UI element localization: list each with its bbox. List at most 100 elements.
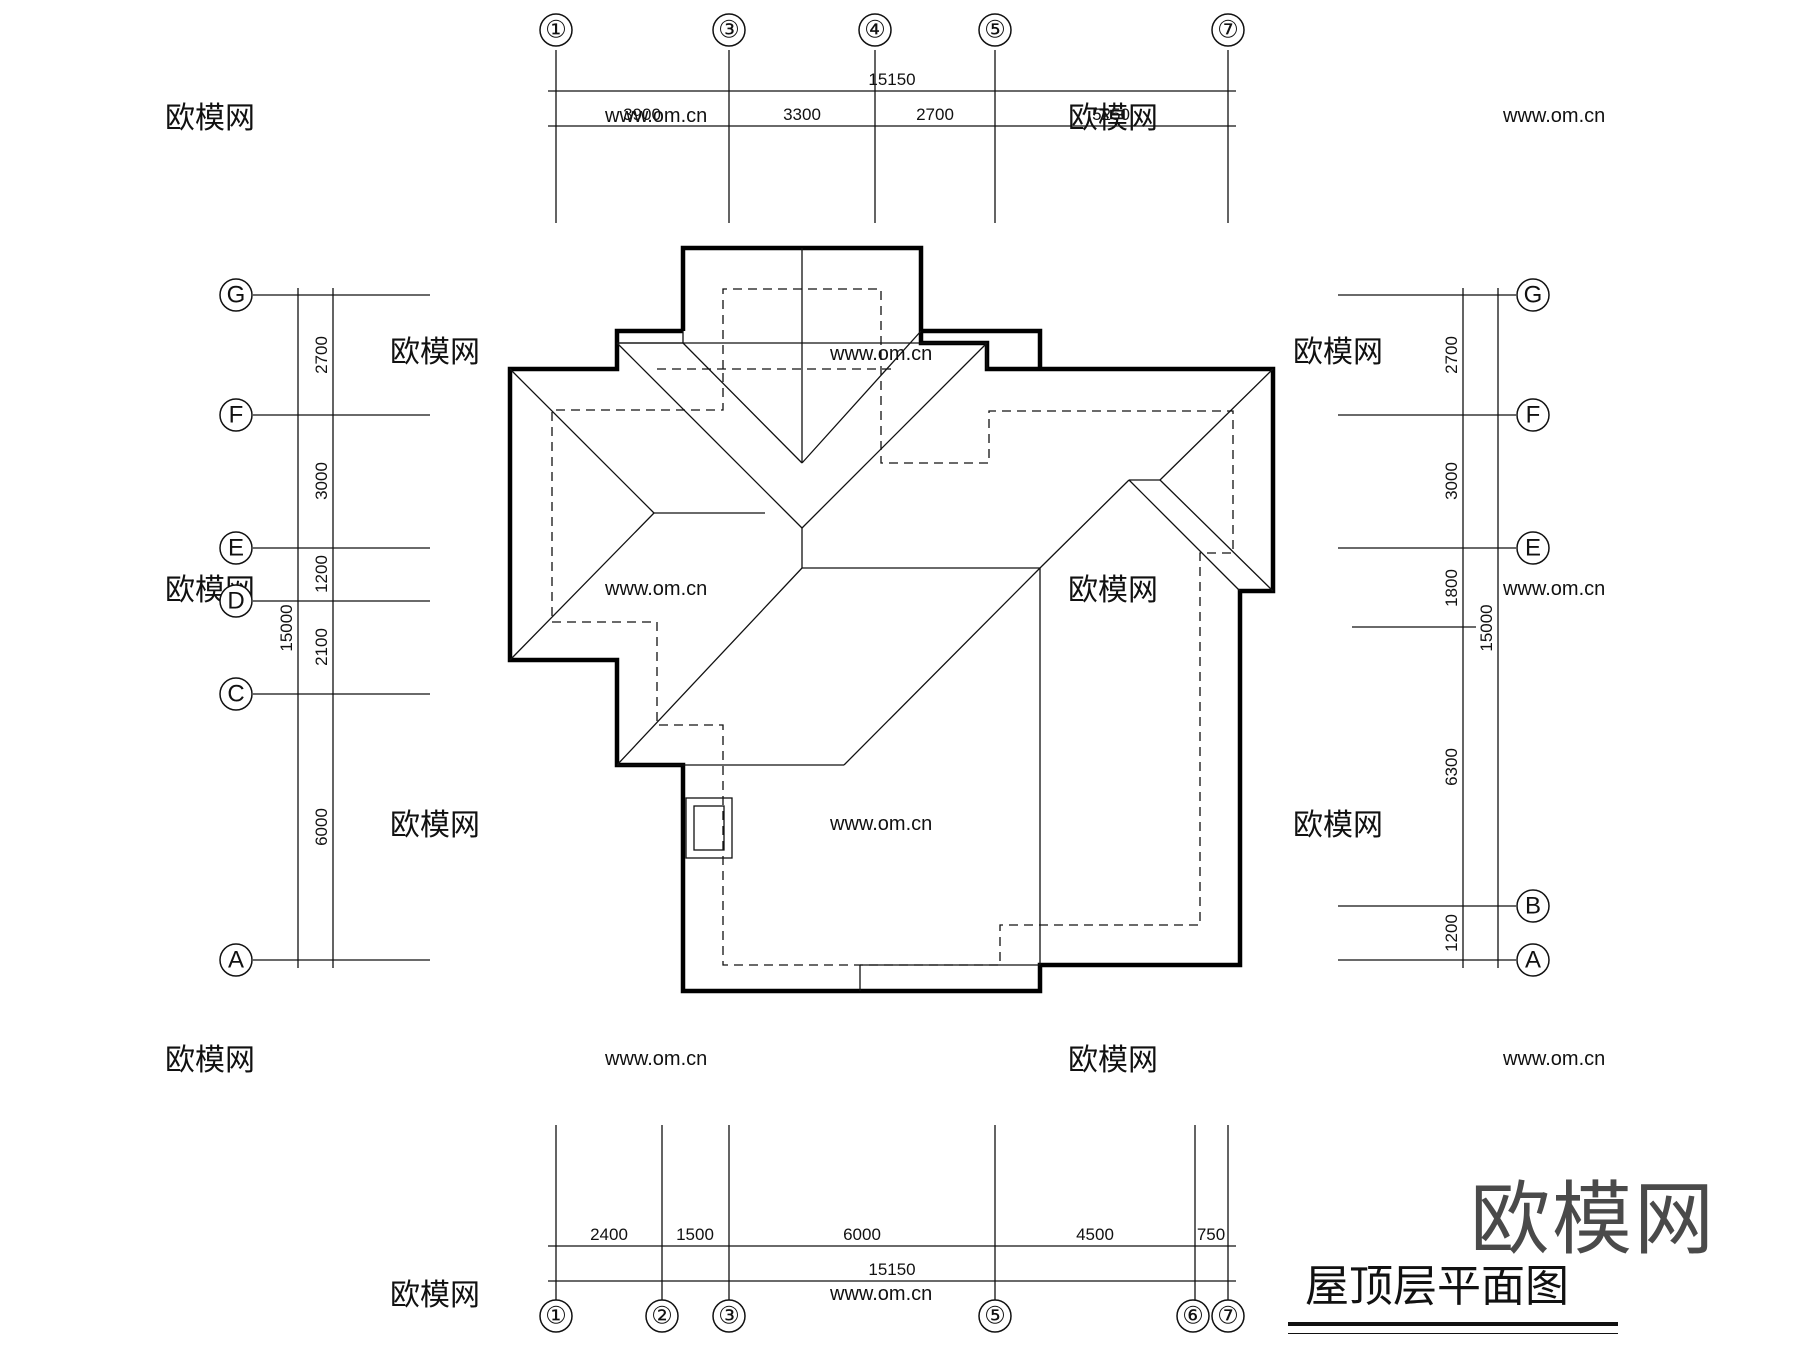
- wall-line-dashed: [551, 288, 1234, 966]
- watermark: 欧模网: [390, 809, 480, 842]
- grid-bubble: [219, 278, 253, 312]
- grid-label: ⑤: [984, 17, 1006, 44]
- grid-bubble: [1516, 278, 1550, 312]
- grid-label: ⑦: [1217, 1303, 1239, 1330]
- top-dimension-segment: 5250: [1092, 105, 1130, 124]
- hip-line: [509, 368, 655, 514]
- grid-label: ③: [718, 1303, 740, 1330]
- watermark: 欧模网: [1293, 336, 1383, 369]
- left-dimension-segment: 2100: [312, 628, 331, 666]
- watermark-url: www.om.cn: [1502, 578, 1605, 600]
- chimney-flue: [693, 805, 725, 851]
- bottom-dimension-segment: 4500: [1076, 1225, 1114, 1244]
- chimney: [685, 797, 733, 859]
- bottom-dimension-segment: 2400: [590, 1225, 628, 1244]
- bottom-dimension-group: 2400 1500 6000 4500 750 15150 ① ② ③ ⑤ ⑥ …: [539, 1125, 1245, 1333]
- watermark-url: www.om.cn: [829, 813, 932, 835]
- title-underline-thin: [1288, 1333, 1618, 1334]
- grid-bubble: [219, 677, 253, 711]
- grid-label: ①: [545, 17, 567, 44]
- right-total-dimension: 15000: [1477, 604, 1496, 651]
- grid-label: D: [227, 588, 244, 615]
- watermark: 欧模网: [165, 1044, 255, 1077]
- bottom-dimension-segment: 750: [1197, 1225, 1225, 1244]
- grid-bubble: [712, 1299, 746, 1333]
- grid-bubble: [219, 943, 253, 977]
- bottom-dimension-segment: 6000: [843, 1225, 881, 1244]
- hip-line: [1128, 479, 1241, 592]
- hip-line: [843, 567, 1041, 766]
- watermark-layer: 欧模网 欧模网 欧模网 欧模网 欧模网 欧模网 欧模网 欧模网 欧模网 欧模网 …: [165, 102, 1605, 1312]
- grid-label: F: [229, 402, 244, 429]
- brand-logo: 欧模网: [1470, 1173, 1716, 1266]
- grid-label: E: [228, 535, 244, 562]
- watermark: 欧模网: [165, 102, 255, 135]
- hip-line: [616, 567, 803, 766]
- grid-label: ⑦: [1217, 17, 1239, 44]
- watermark: 欧模网: [1068, 102, 1158, 135]
- grid-bubble: [219, 398, 253, 432]
- grid-label: ③: [718, 17, 740, 44]
- watermark: 欧模网: [390, 1279, 480, 1312]
- grid-bubble: [1516, 398, 1550, 432]
- grid-label: G: [1524, 282, 1543, 309]
- top-dimension-segment: 2700: [916, 105, 954, 124]
- roof-outline: [507, 328, 1276, 994]
- grid-label: G: [227, 282, 246, 309]
- watermark-url: www.om.cn: [604, 1048, 707, 1070]
- grid-bubble: [858, 13, 892, 47]
- grid-label: ⑤: [984, 1303, 1006, 1330]
- watermark: 欧模网: [1068, 574, 1158, 607]
- right-dimension-segment: 1200: [1442, 914, 1461, 952]
- grid-bubble: [978, 1299, 1012, 1333]
- grid-label: ①: [545, 1303, 567, 1330]
- eave-line: [617, 342, 988, 370]
- watermark: 欧模网: [1068, 1044, 1158, 1077]
- grid-bubble: [219, 531, 253, 565]
- left-dimension-segment: 3000: [312, 462, 331, 500]
- grid-bubble: [978, 13, 1012, 47]
- grid-label: C: [227, 681, 244, 708]
- grid-label: ④: [864, 17, 886, 44]
- grid-label: ⑥: [1182, 1303, 1204, 1330]
- hip-line: [801, 330, 922, 464]
- bottom-total-dimension: 15150: [868, 1260, 915, 1279]
- hip-line: [1159, 368, 1274, 481]
- grid-bubble: [1176, 1299, 1210, 1333]
- left-total-dimension: 15000: [277, 604, 296, 651]
- right-dimension-segment: 2700: [1442, 336, 1461, 374]
- top-dimension-segment: 3900: [623, 105, 661, 124]
- grid-label: E: [1525, 535, 1541, 562]
- right-dimension-segment: 3000: [1442, 462, 1461, 500]
- hip-line: [1159, 479, 1274, 592]
- watermark-url: www.om.cn: [604, 105, 707, 127]
- top-total-dimension: 15150: [868, 70, 915, 89]
- top-dimension-segment: 3300: [783, 105, 821, 124]
- grid-label: F: [1526, 402, 1541, 429]
- grid-bubble: [1516, 943, 1550, 977]
- grid-bubble: [1516, 531, 1550, 565]
- roof-outline: [921, 328, 1043, 369]
- hip-line: [509, 512, 655, 661]
- left-dimension-segment: 2700: [312, 336, 331, 374]
- bottom-dimension-segment: 1500: [676, 1225, 714, 1244]
- roof-plan: [507, 245, 1276, 994]
- top-dimension-group: 15150 3900 3300 2700 5250 ① ③ ④ ⑤ ⑦: [539, 13, 1245, 223]
- left-dimension-segment: 6000: [312, 808, 331, 846]
- right-dimension-group: 15000 2700 3000 1800 6300 1200 G F E B A: [1338, 278, 1550, 977]
- grid-bubble: [219, 584, 253, 618]
- grid-bubble: [539, 1299, 573, 1333]
- left-dimension-segment: 1200: [312, 555, 331, 593]
- grid-bubble: [1211, 1299, 1245, 1333]
- grid-label: A: [228, 947, 244, 974]
- watermark-url: www.om.cn: [829, 1283, 932, 1305]
- grid-bubble: [645, 1299, 679, 1333]
- drawing-title: 屋顶层平面图: [1305, 1261, 1569, 1312]
- title-underline: [1288, 1322, 1618, 1326]
- grid-label: ②: [651, 1303, 673, 1330]
- watermark: 欧模网: [390, 336, 480, 369]
- watermark-url: www.om.cn: [1502, 1048, 1605, 1070]
- watermark-url: www.om.cn: [604, 578, 707, 600]
- hip-line: [1039, 479, 1130, 569]
